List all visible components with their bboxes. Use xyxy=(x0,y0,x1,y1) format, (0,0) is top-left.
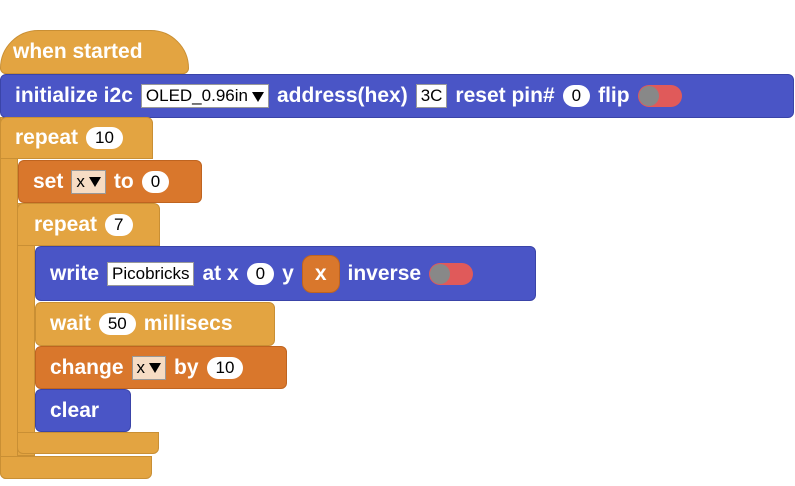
wait-unit-label: millisecs xyxy=(143,312,233,335)
toggle-knob xyxy=(638,86,659,106)
set-label: set xyxy=(33,169,64,193)
wait-value-field[interactable]: 50 xyxy=(98,313,136,335)
y-variable-reporter[interactable]: x xyxy=(301,254,340,293)
repeat-inner-count[interactable]: 7 xyxy=(105,213,133,236)
repeat-inner-bottom xyxy=(17,432,159,454)
change-variable-name: x xyxy=(136,357,146,377)
change-variable-block[interactable]: change x by 10 xyxy=(35,346,287,389)
reset-pin-field[interactable]: 0 xyxy=(562,85,591,107)
initialize-i2c-label: initialize i2c xyxy=(15,84,133,107)
set-value-field[interactable]: 0 xyxy=(141,170,170,193)
repeat-inner-block[interactable]: repeat 7 xyxy=(17,203,160,246)
when-started-label: when started xyxy=(13,40,143,63)
dropdown-arrow-icon xyxy=(88,177,101,188)
wait-label: wait xyxy=(50,312,91,335)
write-text-field[interactable]: Picobricks xyxy=(107,261,195,286)
change-variable-dropdown[interactable]: x xyxy=(131,355,167,380)
flip-toggle[interactable] xyxy=(637,85,682,107)
toggle-knob xyxy=(430,263,451,284)
inverse-toggle[interactable] xyxy=(429,262,474,285)
address-field[interactable]: 3C xyxy=(415,84,448,108)
at-x-label: at x xyxy=(202,261,239,285)
when-started-block[interactable]: when started xyxy=(0,30,189,74)
write-text-block[interactable]: write Picobricks at x 0 y x inverse xyxy=(35,246,536,301)
repeat-outer-arm xyxy=(0,117,18,479)
write-label: write xyxy=(50,261,100,285)
set-variable-block[interactable]: set x to 0 xyxy=(18,160,202,203)
y-label: y xyxy=(282,261,294,285)
by-label: by xyxy=(174,355,199,379)
initialize-i2c-block[interactable]: initialize i2c OLED_0.96in address(hex) … xyxy=(0,74,794,118)
to-label: to xyxy=(113,169,134,193)
repeat-inner-label: repeat xyxy=(34,212,98,236)
flip-label: flip xyxy=(598,84,630,107)
set-variable-dropdown[interactable]: x xyxy=(71,169,106,194)
clear-block[interactable]: clear xyxy=(35,389,131,432)
dropdown-arrow-icon xyxy=(251,91,264,102)
write-x-field[interactable]: 0 xyxy=(246,262,275,285)
repeat-outer-bottom xyxy=(0,456,152,479)
clear-label: clear xyxy=(50,398,100,422)
change-value-field[interactable]: 10 xyxy=(206,356,244,379)
set-variable-name: x xyxy=(76,171,85,191)
change-label: change xyxy=(50,355,124,379)
inverse-label: inverse xyxy=(347,261,422,285)
dropdown-arrow-icon xyxy=(149,363,162,374)
address-label: address(hex) xyxy=(276,84,408,107)
repeat-outer-label: repeat xyxy=(15,126,79,149)
reset-pin-label: reset pin# xyxy=(455,84,555,107)
repeat-outer-count[interactable]: 10 xyxy=(86,127,123,149)
repeat-outer-block[interactable]: repeat 10 xyxy=(0,117,153,159)
wait-block[interactable]: wait 50 millisecs xyxy=(35,302,275,346)
device-dropdown[interactable]: OLED_0.96in xyxy=(140,84,269,108)
device-value: OLED_0.96in xyxy=(145,86,248,105)
